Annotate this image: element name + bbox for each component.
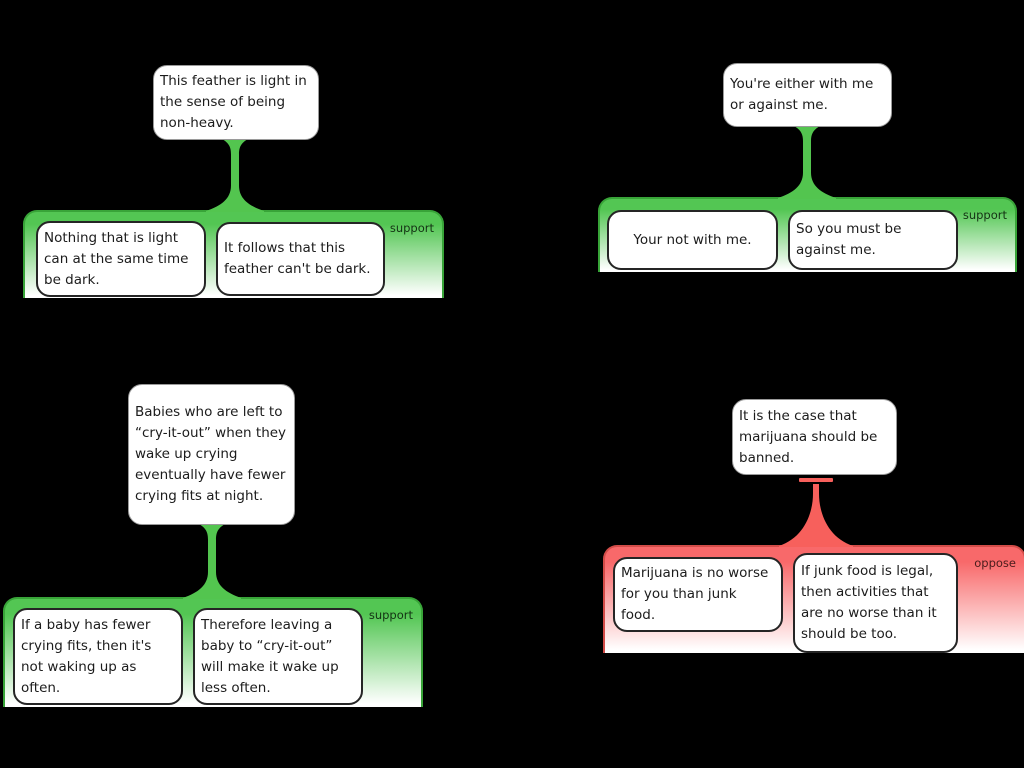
premise-text: So you must be against me.	[796, 221, 902, 258]
support-connector-funnel-icon	[778, 126, 836, 199]
claim-text: You're either with me or against me.	[730, 76, 874, 113]
premise-box[interactable]: Marijuana is no worse for you than junk …	[613, 557, 783, 632]
premise-text: Your not with me.	[633, 231, 752, 248]
claim-text: It is the case that marijuana should be …	[739, 407, 878, 466]
relation-label: support	[962, 208, 1007, 222]
relation-label: oppose	[974, 556, 1016, 570]
support-connector-funnel-icon	[183, 524, 241, 599]
claim-text: Babies who are left to “cry-it-out” when…	[135, 404, 287, 504]
premise-box[interactable]: If junk food is legal, then activities t…	[793, 553, 958, 653]
premise-text: Nothing that is light can at the same ti…	[44, 229, 189, 288]
premise-text: Therefore leaving a baby to “cry-it-out”…	[201, 616, 339, 696]
relation-label: support	[368, 608, 413, 622]
premise-box[interactable]: Your not with me.	[607, 210, 778, 270]
oppose-crossbar-icon	[799, 478, 833, 482]
support-connector-funnel-icon	[206, 139, 264, 212]
claim-text: This feather is light in the sense of be…	[160, 73, 307, 131]
oppose-connector-funnel-icon	[779, 484, 853, 547]
premise-box[interactable]: If a baby has fewer crying fits, then it…	[13, 608, 183, 705]
claim-box[interactable]: It is the case that marijuana should be …	[732, 399, 897, 475]
premise-text: If junk food is legal, then activities t…	[801, 563, 937, 642]
premise-box[interactable]: Therefore leaving a baby to “cry-it-out”…	[193, 608, 363, 705]
premise-text: If a baby has fewer crying fits, then it…	[21, 616, 152, 696]
premise-text: Marijuana is no worse for you than junk …	[621, 565, 769, 623]
premise-text: It follows that this feather can't be da…	[224, 240, 371, 277]
premise-box[interactable]: So you must be against me.	[788, 210, 958, 270]
claim-box[interactable]: Babies who are left to “cry-it-out” when…	[128, 384, 295, 525]
premise-box[interactable]: Nothing that is light can at the same ti…	[36, 221, 206, 297]
relation-label: support	[389, 221, 434, 235]
claim-box[interactable]: This feather is light in the sense of be…	[153, 65, 319, 140]
premise-box[interactable]: It follows that this feather can't be da…	[216, 222, 385, 296]
claim-box[interactable]: You're either with me or against me.	[723, 63, 892, 127]
